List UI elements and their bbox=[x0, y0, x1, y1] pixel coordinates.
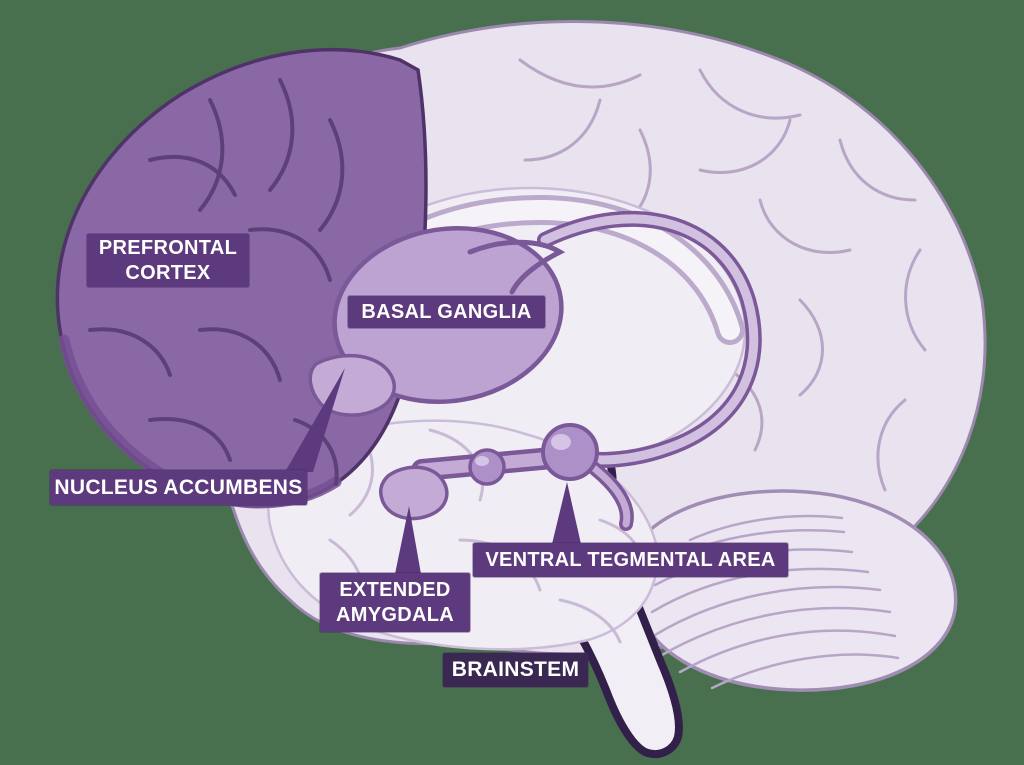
nucleus-accumbens-pointer bbox=[285, 368, 345, 472]
reward-loop bbox=[537, 210, 762, 468]
label-brainstem: BRAINSTEM bbox=[443, 653, 588, 687]
label-basal-ganglia: BASAL GANGLIA bbox=[348, 296, 545, 328]
ventral-tegmental-area-pointer bbox=[552, 482, 581, 544]
extended-amygdala-region bbox=[378, 465, 449, 521]
label-pointers bbox=[285, 368, 581, 574]
extended-amygdala-pointer bbox=[395, 506, 421, 574]
ventral-tegmental-area-nodes bbox=[468, 423, 599, 486]
label-nucleus-accumbens: NUCLEUS ACCUMBENS bbox=[50, 470, 307, 505]
nucleus-accumbens-region bbox=[308, 353, 396, 417]
label-prefrontal-cortex: PREFRONTAL CORTEX bbox=[87, 234, 249, 287]
label-ventral-tegmental-area: VENTRAL TEGMENTAL AREA bbox=[473, 543, 788, 577]
basal-ganglia-notch bbox=[467, 239, 566, 295]
label-extended-amygdala: EXTENDED AMYGDALA bbox=[320, 573, 470, 632]
